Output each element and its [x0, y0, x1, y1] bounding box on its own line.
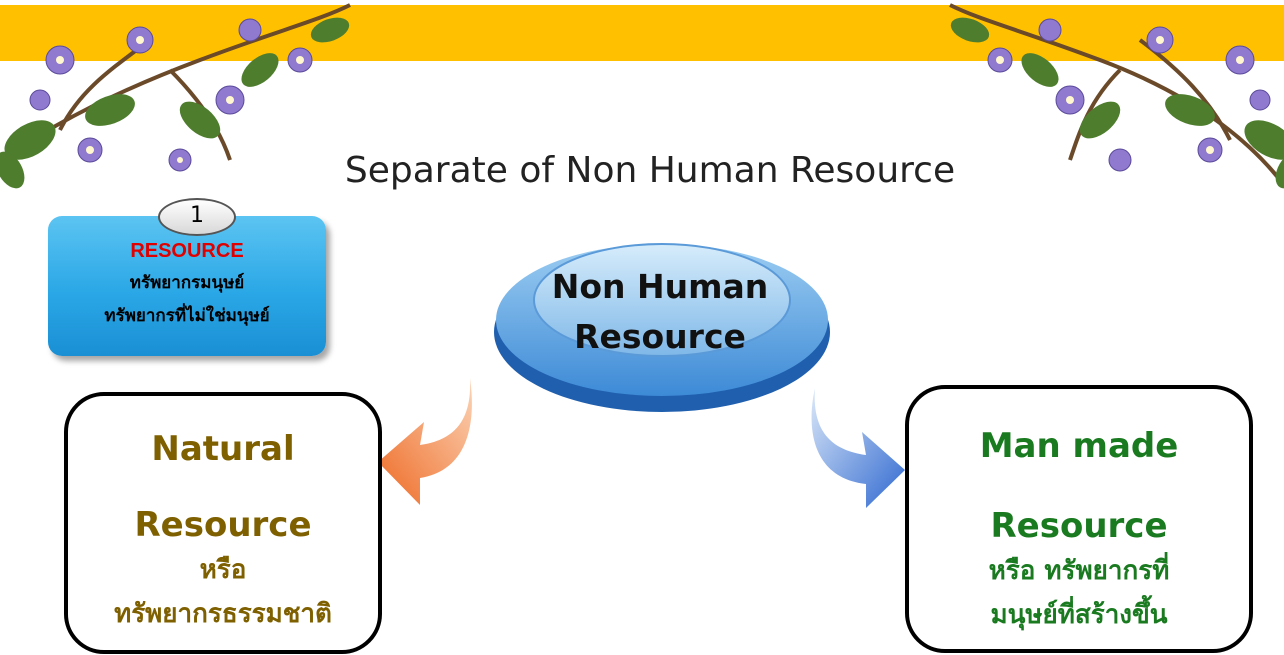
center-label: Non Human Resource	[540, 262, 780, 362]
badge-number: 1	[158, 198, 236, 236]
slide-title: Separate of Non Human Resource	[344, 150, 956, 191]
badge-title: RESOURCE	[130, 240, 244, 262]
natural-en-line: Resource	[134, 505, 312, 545]
natural-th-line: หรือ	[199, 555, 247, 585]
resource-badge: 1 RESOURCE ทรัพยากรมนุษย์ ทรัพยากรที่ไม่…	[48, 198, 326, 356]
arrow-to-natural-icon	[378, 378, 472, 505]
center-disc	[494, 243, 830, 412]
flower-branch-icon	[949, 3, 1284, 189]
man-made-en-line: Resource	[990, 506, 1168, 546]
man-made-resource-box: Man made Resource หรือ ทรัพยากรที่ มนุษย…	[905, 385, 1253, 653]
man-made-th-line: หรือ ทรัพยากรที่	[988, 556, 1170, 586]
man-made-th-line: มนุษย์ที่สร้างขึ้น	[990, 600, 1168, 630]
badge-line: ทรัพยากรมนุษย์	[129, 273, 245, 293]
natural-resource-box: Natural Resource หรือ ทรัพยากรธรรมชาติ	[64, 392, 382, 654]
flower-branch-icon	[0, 3, 351, 189]
arrow-to-man-made-icon	[811, 388, 905, 508]
man-made-en-line: Man made	[979, 426, 1179, 466]
center-line: Non Human	[551, 267, 769, 306]
natural-en-line: Natural	[151, 429, 295, 469]
natural-th-line: ทรัพยากรธรรมชาติ	[114, 599, 332, 629]
badge-line: ทรัพยากรที่ไม่ใช่มนุษย์	[104, 306, 270, 326]
center-line: Resource	[574, 317, 746, 356]
top-accent-bar	[0, 5, 1284, 61]
